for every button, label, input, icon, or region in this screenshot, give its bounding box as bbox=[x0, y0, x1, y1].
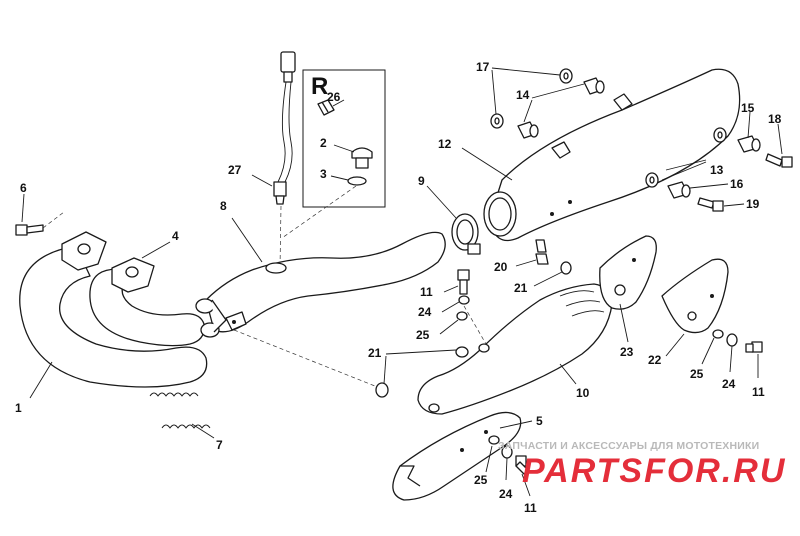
part-1-header-pipe bbox=[19, 231, 208, 388]
callout-9: 9 bbox=[418, 174, 425, 188]
part-26-clip bbox=[317, 99, 335, 116]
watermark: ЗАПЧАСТИ И АКСЕССУАРЫ ДЛЯ МОТОТЕХНИКИ PA… bbox=[498, 440, 786, 490]
part-11-bolt-right bbox=[745, 341, 763, 353]
inset-frame bbox=[302, 69, 386, 208]
callout-12: 12 bbox=[438, 137, 452, 151]
callout-27: 27 bbox=[228, 163, 242, 177]
part-10-bracket bbox=[417, 283, 613, 415]
part-20-nut bbox=[535, 253, 549, 265]
part-9-clamp bbox=[451, 213, 481, 255]
part-7-springs bbox=[149, 392, 211, 429]
callout-7: 7 bbox=[216, 438, 223, 452]
callout-15: 15 bbox=[741, 101, 755, 115]
part-17-washers bbox=[490, 68, 573, 129]
callout-16: 16 bbox=[730, 177, 744, 191]
callout-19: 19 bbox=[746, 197, 760, 211]
part-4-header-pipe bbox=[89, 257, 205, 347]
part-8-collector-pipe bbox=[195, 231, 446, 338]
part-11-bolt bbox=[457, 269, 470, 295]
part-25-washer-right bbox=[712, 329, 724, 339]
callout-4: 4 bbox=[172, 229, 179, 243]
part-6-bolt bbox=[15, 224, 44, 236]
callout-11: 11 bbox=[420, 285, 433, 299]
callout-21-left: 21 bbox=[368, 346, 382, 360]
part-12-muffler bbox=[483, 68, 741, 253]
part-5-heat-shield bbox=[392, 411, 522, 501]
callout-22: 22 bbox=[648, 353, 662, 367]
part-21-washer bbox=[560, 261, 572, 275]
callout-18: 18 bbox=[768, 112, 782, 126]
part-11-bolt-bottom bbox=[515, 455, 529, 475]
part-15-bushing bbox=[737, 135, 761, 153]
callout-1: 1 bbox=[15, 401, 22, 415]
callout-26: 26 bbox=[327, 90, 341, 104]
part-14-bushings bbox=[517, 77, 605, 139]
watermark-tagline: ЗАПЧАСТИ И АКСЕССУАРЫ ДЛЯ МОТОТЕХНИКИ bbox=[498, 440, 759, 452]
callout-24-right: 24 bbox=[722, 377, 736, 391]
callout-8: 8 bbox=[220, 199, 227, 213]
part-21-washer-left bbox=[375, 382, 389, 398]
part-25-washer-bottom bbox=[488, 435, 500, 445]
part-13-washers bbox=[645, 127, 727, 188]
part-24-washer bbox=[458, 295, 470, 305]
callout-24-bottom: 24 bbox=[499, 487, 513, 501]
part-24-washer-right bbox=[726, 333, 738, 347]
watermark-logo: PARTSFOR.RU bbox=[522, 452, 786, 490]
callout-25-right: 25 bbox=[690, 367, 704, 381]
callout-24: 24 bbox=[418, 305, 432, 319]
part-18-bolt bbox=[765, 153, 793, 168]
inset-title: R bbox=[311, 73, 328, 100]
callout-11-right: 11 bbox=[752, 385, 765, 399]
callout-14: 14 bbox=[516, 88, 530, 102]
part-16-bushing bbox=[667, 181, 691, 199]
callout-13: 13 bbox=[710, 163, 724, 177]
part-19-bolt bbox=[697, 197, 724, 212]
callout-3: 3 bbox=[320, 167, 327, 181]
callout-10: 10 bbox=[576, 386, 590, 400]
callout-11-bottom: 11 bbox=[524, 501, 537, 515]
callout-6: 6 bbox=[20, 181, 27, 195]
part-25-washer bbox=[456, 311, 468, 321]
part-27-lambda-sensor bbox=[273, 51, 296, 205]
callout-23: 23 bbox=[620, 345, 634, 359]
callout-20: 20 bbox=[494, 260, 508, 274]
callout-25-bottom: 25 bbox=[474, 473, 488, 487]
callout-5: 5 bbox=[536, 414, 543, 428]
inset-r: R bbox=[281, 69, 386, 239]
callout-2: 2 bbox=[320, 136, 327, 150]
part-3-o-ring bbox=[347, 176, 367, 186]
part-23-heat-shield bbox=[599, 235, 657, 310]
part-2-bolt bbox=[351, 147, 373, 169]
callout-17: 17 bbox=[476, 60, 490, 74]
callout-21: 21 bbox=[514, 281, 528, 295]
callout-25: 25 bbox=[416, 328, 430, 342]
part-22-heat-shield bbox=[661, 258, 729, 334]
part-21-washer-lower bbox=[455, 346, 469, 358]
